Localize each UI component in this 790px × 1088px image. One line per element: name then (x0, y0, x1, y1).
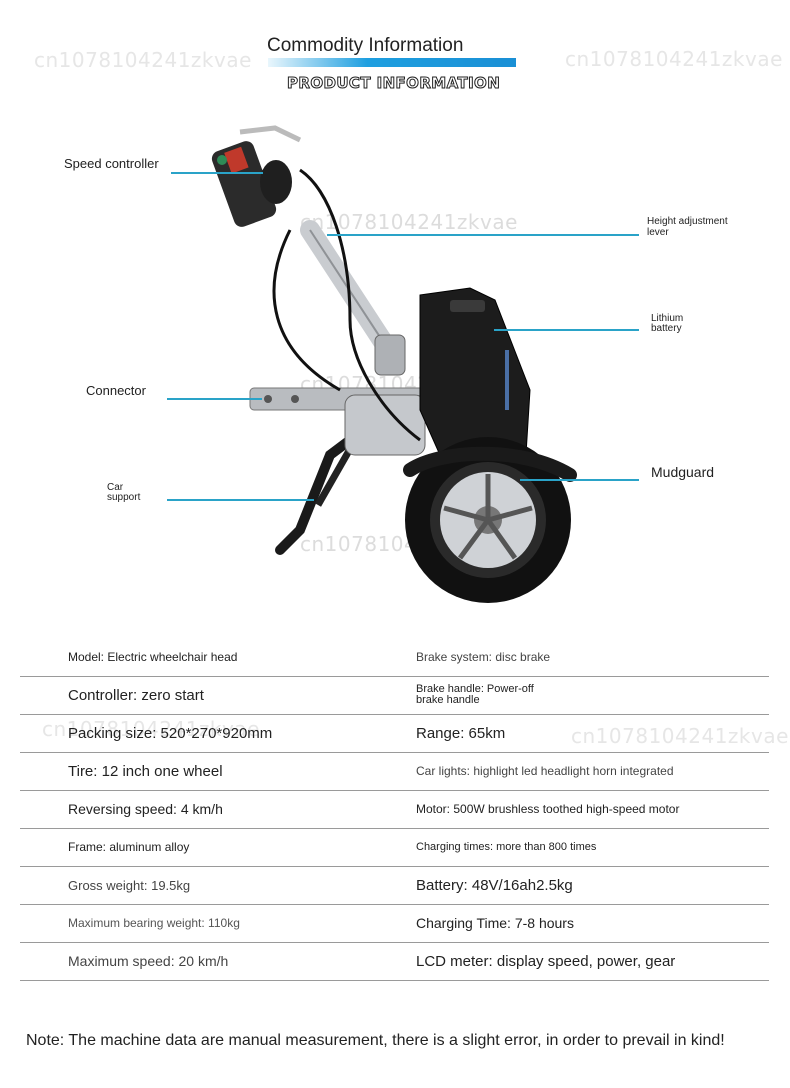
wheelchair-head-illustration (211, 125, 577, 603)
title-accent-bar (268, 58, 516, 67)
spec-row: Tire: 12 inch one wheel Car lights: high… (20, 752, 769, 791)
spec-row: Frame: aluminum alloy Charging times: mo… (20, 828, 769, 867)
callout-car-support: Car support (107, 482, 141, 503)
callout-line-speed-controller (171, 172, 263, 174)
spec-motor: Motor: 500W brushless toothed high-speed… (416, 802, 680, 816)
watermark: cn1078104241zkvae (565, 47, 783, 71)
callout-mudguard: Mudguard (651, 464, 715, 480)
spec-brake-handle: Brake handle: Power-off brake handle (416, 683, 534, 706)
spec-tire: Tire: 12 inch one wheel (68, 762, 223, 780)
spec-row: Packing size: 520*270*920mm Range: 65km (20, 714, 769, 753)
header: Commodity Information PRODUCT INFORMATIO… (0, 30, 790, 100)
page-title: Commodity Information (267, 35, 464, 56)
callout-line-car-support (167, 499, 314, 501)
spec-frame: Frame: aluminum alloy (68, 840, 190, 854)
spec-gross-weight: Gross weight: 19.5kg (68, 877, 191, 893)
spec-range: Range: 65km (416, 724, 506, 742)
spec-controller: Controller: zero start (68, 686, 204, 704)
spec-max-speed: Maximum speed: 20 km/h (68, 953, 229, 969)
callout-line-height-adjustment-lever (327, 234, 639, 236)
spec-brake-system: Brake system: disc brake (416, 650, 551, 664)
spec-packing-size: Packing size: 520*270*920mm (68, 724, 273, 742)
page-subtitle: PRODUCT INFORMATION (286, 74, 501, 93)
disclaimer-note: Note: The machine data are manual measur… (26, 1032, 725, 1049)
spec-charging-times: Charging times: more than 800 times (416, 841, 597, 853)
callout-speed-controller: Speed controller (64, 156, 159, 171)
watermark: cn1078104241zkvae (571, 724, 789, 748)
watermark: cn1078104241zkvae (34, 48, 252, 72)
spec-row: Maximum bearing weight: 110kg Charging T… (20, 904, 769, 943)
spec-charging-time: Charging Time: 7-8 hours (416, 915, 574, 931)
spec-row: Reversing speed: 4 km/h Motor: 500W brus… (20, 790, 769, 829)
spec-row: Controller: zero start Brake handle: Pow… (20, 676, 769, 715)
spec-row: Maximum speed: 20 km/h LCD meter: displa… (20, 942, 769, 981)
callout-lithium-battery: Lithium battery (651, 313, 684, 334)
spec-model: Model: Electric wheelchair head (68, 650, 238, 664)
spec-car-lights: Car lights: highlight led headlight horn… (416, 764, 674, 778)
spec-row: Gross weight: 19.5kg Battery: 48V/16ah2.… (20, 866, 769, 905)
product-illustration-area: Speed controller Height adjustment lever… (0, 110, 790, 610)
watermark: cn1078104241zkvae (42, 717, 260, 741)
spec-battery: Battery: 48V/16ah2.5kg (416, 876, 573, 894)
callout-line-lithium-battery (494, 329, 639, 331)
callout-height-adjustment-lever: Height adjustment lever (647, 216, 728, 238)
spec-max-bearing-weight: Maximum bearing weight: 110kg (68, 916, 240, 930)
callout-line-mudguard (520, 479, 639, 481)
callout-line-connector (167, 398, 262, 400)
callout-connector: Connector (86, 383, 146, 398)
spec-lcd-meter: LCD meter: display speed, power, gear (416, 952, 676, 970)
spec-reversing-speed: Reversing speed: 4 km/h (68, 801, 223, 817)
spec-row: Model: Electric wheelchair head Brake sy… (20, 638, 769, 677)
